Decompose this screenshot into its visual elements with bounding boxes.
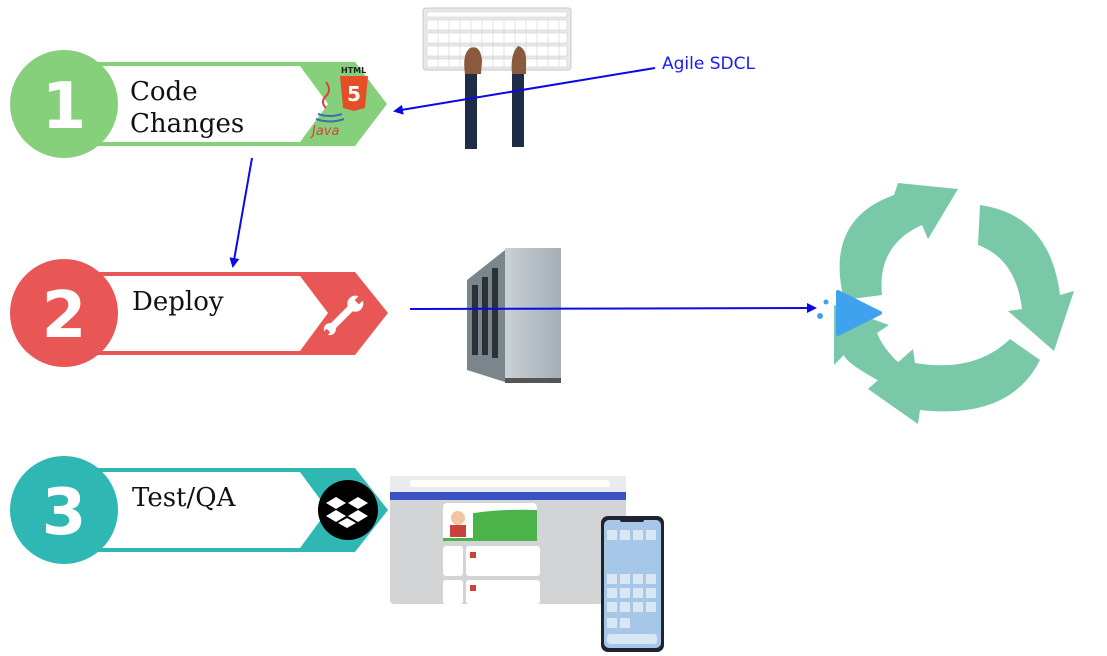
play-icon <box>817 290 882 336</box>
step-1: 1 Code Changes Java HTML 5 <box>10 50 387 158</box>
html5-icon: HTML 5 <box>340 66 368 111</box>
step-2: 2 Deploy <box>10 259 388 367</box>
step-2-number: 2 <box>42 279 87 353</box>
java-text: Java <box>309 124 339 139</box>
step-1-label-line2: Changes <box>130 109 244 139</box>
step-3-banner-inner <box>68 472 328 548</box>
html5-number: 5 <box>347 82 361 106</box>
agile-arrow <box>393 67 656 115</box>
html5-text: HTML <box>341 66 366 75</box>
step-2-label: Deploy <box>132 287 224 317</box>
step-1-circle <box>10 50 118 158</box>
browser-mockup-illustration <box>390 476 626 604</box>
phone-mockup-illustration <box>601 516 664 652</box>
deploy-to-cycle-arrow <box>409 303 817 314</box>
step-2-circle <box>10 259 118 367</box>
step-2-banner-inner <box>68 276 328 351</box>
step-1-number: 1 <box>42 70 87 144</box>
step-1-banner-inner <box>68 66 328 142</box>
wrench-icon <box>322 294 365 337</box>
dropbox-icon <box>318 480 378 540</box>
keyboard-typing-illustration <box>422 7 572 149</box>
step-3-circle <box>10 456 118 564</box>
server-rack-illustration <box>467 248 561 383</box>
agile-sdcl-label: Agile SDCL <box>662 54 755 74</box>
step-3: 3 Test/QA <box>10 456 388 564</box>
java-icon: Java <box>309 81 345 139</box>
step-3-label: Test/QA <box>132 483 237 513</box>
code-to-deploy-arrow <box>229 157 253 268</box>
step-1-label-line1: Code <box>130 77 198 107</box>
cycle-arrows-icon <box>834 183 1074 424</box>
step-3-number: 3 <box>42 476 87 550</box>
